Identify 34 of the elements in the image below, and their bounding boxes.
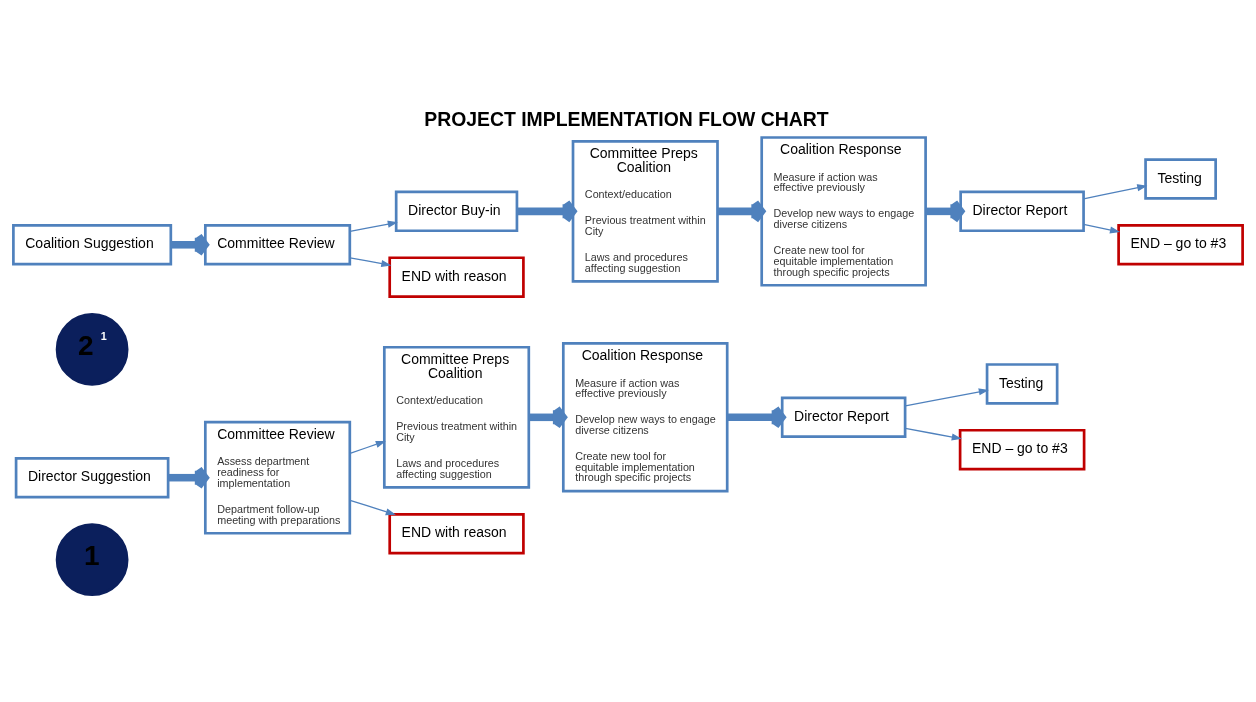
node-circle: 2 1 <box>55 313 129 386</box>
node-box: END with reason <box>388 513 525 555</box>
arrow <box>349 257 392 268</box>
node-box: END – go to #3 <box>1117 224 1244 266</box>
node-box: END with reason <box>388 256 525 298</box>
node-box: Committee Review Assess department readiness for implementation Department follow-up meeting with preparations <box>203 420 352 535</box>
node-box: Director Suggestion <box>14 456 170 499</box>
node-box: Testing <box>1144 158 1217 200</box>
node-box: Committee Preps Coalition Context/education Previous treatment within City Laws and procedures affecting suggestion <box>382 345 531 489</box>
node-circle: 1 <box>55 523 129 597</box>
arrow <box>170 232 209 258</box>
node-box: Coalition Suggestion <box>12 224 173 266</box>
node-box: Director Buy-in <box>394 190 519 233</box>
node-box: Coalition Response Measure if action was effective previously Develop new ways to engage diverse citizens Create new tool for equitable implementation through specific projects <box>760 136 927 287</box>
arrow <box>904 427 962 441</box>
arrow <box>349 499 396 516</box>
arrow <box>517 199 577 224</box>
arrow <box>529 405 567 430</box>
arrow <box>349 220 398 232</box>
arrow <box>1083 184 1148 200</box>
node-box: Director Report <box>780 396 907 439</box>
node-box: END – go to #3 <box>958 428 1086 471</box>
node-box: Committee Review <box>203 224 352 266</box>
arrow <box>727 405 786 430</box>
arrow <box>925 199 965 224</box>
diagram-title: PROJECT IMPLEMENTATION FLOW CHART <box>424 108 829 131</box>
arrow <box>904 388 989 407</box>
node-box: Coalition Response Measure if action was effective previously Develop new ways to engage diverse citizens Create new tool for equitable implementation through specific projects <box>561 342 729 493</box>
node-box: Committee Preps Coalition Context/education Previous treatment within City Laws and procedures affecting suggestion <box>571 139 719 283</box>
node-box: Director Report <box>959 190 1085 233</box>
arrow <box>168 465 209 490</box>
arrow <box>349 440 386 454</box>
arrow <box>1083 223 1121 234</box>
node-box: Testing <box>985 363 1059 405</box>
